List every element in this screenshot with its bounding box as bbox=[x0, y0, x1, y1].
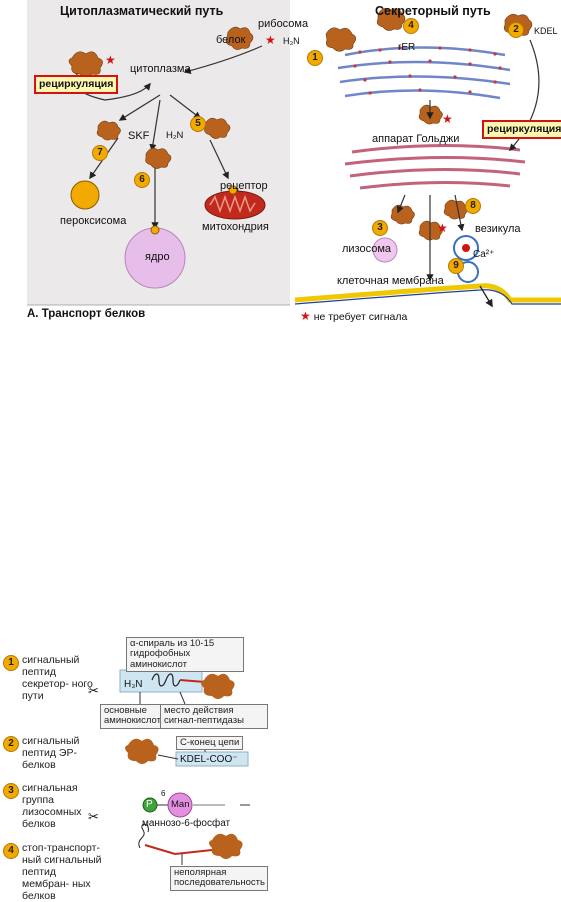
signal-peptide-diagram bbox=[119, 650, 250, 865]
star-icon: ★ bbox=[437, 221, 448, 235]
er-cisterna bbox=[337, 60, 511, 72]
cleavage-note: место действия сигнал-пептидазы bbox=[160, 704, 268, 729]
protein-blob bbox=[418, 104, 443, 125]
cell-membrane bbox=[294, 283, 561, 303]
h2n-label: H₂N bbox=[166, 130, 184, 141]
protein-blob bbox=[325, 27, 357, 52]
item-1-label: сигнальный пептид секретор- ного пути bbox=[22, 654, 93, 703]
receptor-label: рецептор bbox=[220, 180, 268, 192]
kdel-label: KDEL bbox=[534, 26, 558, 36]
legend-text: не требует сигнала bbox=[313, 311, 408, 323]
golgi-cisterna bbox=[351, 143, 521, 154]
peroxisome bbox=[70, 180, 100, 210]
protein-blob bbox=[125, 738, 159, 764]
badge-3: 3 bbox=[372, 220, 388, 236]
badge-4: 4 bbox=[403, 18, 419, 34]
golgi-cisterna bbox=[349, 167, 521, 178]
scissors-icon: ✂ bbox=[88, 683, 99, 698]
transport-diagram bbox=[27, 7, 561, 308]
figure-caption: А. Транспорт белков bbox=[27, 308, 146, 320]
cytoplasm-label: цитоплазма bbox=[130, 63, 191, 75]
skf-label: SKF bbox=[128, 130, 150, 142]
phosphate-label: P bbox=[146, 799, 153, 810]
recycling-left-box: рециркуляция bbox=[34, 75, 119, 94]
protein-blob bbox=[145, 147, 172, 169]
protein-blob bbox=[201, 673, 235, 699]
badge-4: 4 bbox=[3, 843, 19, 859]
badge-6: 6 bbox=[134, 172, 150, 188]
recycling-right-box: рециркуляция bbox=[482, 120, 561, 139]
star-icon: ★ bbox=[265, 33, 276, 47]
protein-blob bbox=[96, 120, 121, 141]
h3n-label: H₃N bbox=[283, 36, 300, 46]
rer-label: rER bbox=[398, 42, 416, 53]
helix-note: α-спираль из 10-15 гидрофобных аминокисл… bbox=[126, 637, 244, 673]
ribosome-label: рибосома bbox=[258, 18, 309, 30]
basic-aa-note: основные аминокислоты bbox=[100, 704, 168, 729]
lysosome bbox=[372, 237, 398, 263]
vesicle-label: везикула bbox=[475, 223, 521, 235]
er-cisterna bbox=[344, 89, 501, 100]
protein-blob bbox=[209, 833, 243, 859]
cytoplasmic-title: Цитоплазматический путь bbox=[60, 4, 224, 18]
h3n-label: H₃N bbox=[124, 679, 143, 690]
star-icon: ★ bbox=[105, 53, 116, 67]
nucleus-label: ядро bbox=[145, 251, 170, 263]
c-end-note: С-конец цепи bbox=[176, 736, 244, 751]
protein-blob bbox=[443, 199, 468, 220]
er-cisterna bbox=[344, 46, 506, 57]
mannose-label: Man bbox=[171, 799, 190, 810]
protein-blob bbox=[225, 26, 254, 50]
badge-2: 2 bbox=[508, 22, 524, 38]
er-cisterna bbox=[339, 75, 511, 86]
receptor-dot bbox=[228, 185, 238, 195]
scissors-icon: ✂ bbox=[88, 809, 99, 824]
protein-blob bbox=[390, 204, 415, 225]
secretory-title: Секреторный путь bbox=[375, 4, 491, 18]
nonpolar-note: неполярная последовательность bbox=[170, 866, 268, 891]
protein-blob bbox=[418, 220, 443, 241]
legend: ★ не требует сигнала bbox=[300, 310, 407, 323]
star-icon: ★ bbox=[300, 309, 311, 323]
protein-blob bbox=[376, 7, 406, 31]
item-3-label: сигнальная группа лизосомных белков bbox=[22, 782, 82, 831]
m6p-label: маннозо-6-фосфат bbox=[142, 818, 231, 829]
protein-blob bbox=[204, 117, 231, 139]
badge-8: 8 bbox=[465, 198, 481, 214]
mitochondria-label: митохондрия bbox=[202, 221, 269, 233]
badge-1: 1 bbox=[307, 50, 323, 66]
badge-7: 7 bbox=[92, 145, 108, 161]
peroxisome-label: пероксисома bbox=[60, 215, 127, 227]
position-6-label: 6 bbox=[161, 789, 166, 798]
calcium-label: Ca²⁺ bbox=[473, 249, 495, 260]
golgi-cisterna bbox=[344, 155, 526, 166]
cell-membrane-label: клеточная мембрана bbox=[337, 275, 444, 287]
badge-9: 9 bbox=[448, 258, 464, 274]
protein-label: белок bbox=[216, 34, 246, 46]
star-icon: ★ bbox=[442, 112, 453, 126]
golgi-cisterna bbox=[359, 180, 511, 190]
badge-1: 1 bbox=[3, 655, 19, 671]
badge-2: 2 bbox=[3, 736, 19, 752]
golgi-label: аппарат Гольджи bbox=[372, 133, 460, 145]
kdel-coo-label: KDEL-COO⁻ bbox=[180, 754, 238, 765]
item-2-label: сигнальный пептид ЭР-белков bbox=[22, 735, 80, 772]
protein-blob bbox=[68, 51, 103, 78]
nucleus-entry bbox=[150, 225, 160, 235]
badge-5: 5 bbox=[190, 116, 206, 132]
item-4-label: стоп-транспорт- ный сигнальный пептид ме… bbox=[22, 842, 102, 902]
badge-3: 3 bbox=[3, 783, 19, 799]
lysosome-label: лизосома bbox=[342, 243, 392, 255]
